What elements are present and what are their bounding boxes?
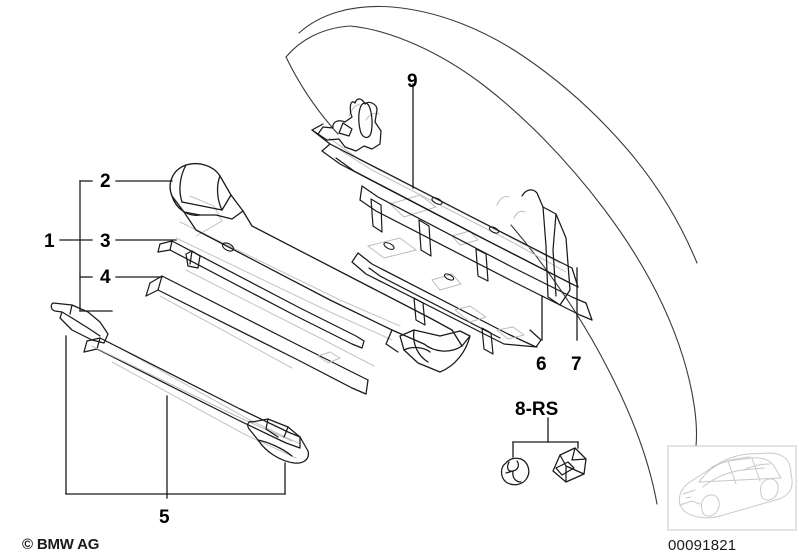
callout-label-2: 2: [100, 171, 111, 192]
callout-label-1: 1: [44, 231, 55, 252]
callout-label-4: 4: [100, 267, 111, 288]
part-assembly-left-roof-moulding: [111, 162, 471, 459]
part-5-lower-moulding: [50, 302, 310, 464]
part-9-roof-frame-rail: [311, 98, 593, 355]
copyright-notice: © BMW AG: [22, 536, 100, 553]
callout-label-5: 5: [159, 507, 170, 528]
callout-leader-lines: [59, 83, 579, 499]
part-number-label: 00091821: [668, 537, 737, 554]
part-6-inner-trim-rail: [351, 252, 542, 348]
callout-label-9: 9: [407, 71, 418, 92]
callout-label-7: 7: [571, 354, 582, 375]
part-8rs-clip-set: [500, 447, 587, 486]
vehicle-thumbnail: [667, 445, 797, 531]
callout-label-6: 6: [536, 354, 547, 375]
vehicle-body-outline: [285, 5, 698, 505]
callout-label-3: 3: [100, 231, 111, 252]
callout-label-8rs: 8-RS: [515, 399, 559, 420]
